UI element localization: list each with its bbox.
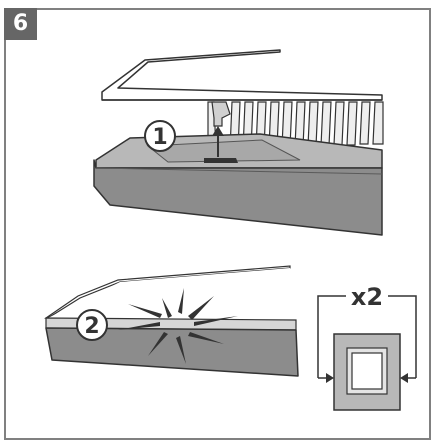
callout-2: 2	[76, 309, 108, 341]
square-clip-icon	[333, 333, 401, 411]
quantity-inset: x2	[317, 283, 417, 411]
lower-assembly-scene: 2	[44, 265, 299, 377]
clip-hook	[211, 101, 231, 127]
receiving-slot	[204, 158, 238, 163]
lid-shape	[101, 49, 383, 101]
lid-top-surface	[48, 268, 296, 324]
click-burst-icon	[118, 288, 238, 364]
arrow-up-icon	[212, 126, 224, 157]
callout-1: 1	[144, 120, 176, 152]
step-number-badge: 6	[4, 8, 37, 40]
callout-1-label: 1	[152, 125, 167, 150]
upper-assembly-scene: 1	[93, 49, 384, 236]
callout-2-label: 2	[84, 314, 99, 339]
quantity-label: x2	[351, 283, 383, 311]
lower-base-front	[45, 327, 299, 377]
